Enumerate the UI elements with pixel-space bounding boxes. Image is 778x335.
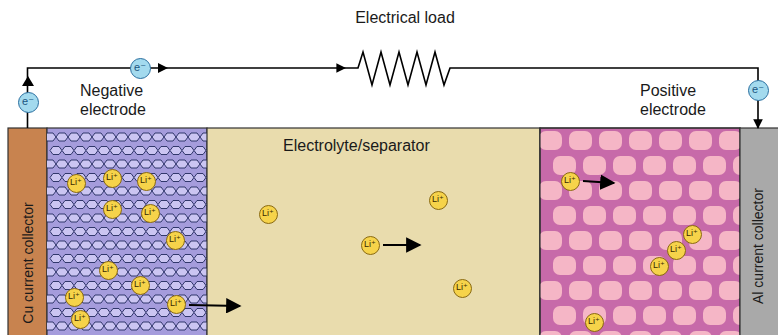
ion-symbol: Li⁺ [588,317,600,326]
circuit-wire [465,68,758,128]
lithium-ion: Li⁺ [453,279,472,298]
resistor-symbol [345,52,465,85]
ion-symbol: Li⁺ [170,299,182,308]
ion-symbol: Li⁺ [74,314,86,323]
cathode-region [540,128,740,335]
lithium-ion: Li⁺ [65,288,84,307]
lithium-ion: Li⁺ [561,172,580,191]
graphite-anode [47,128,207,335]
ion-symbol: Li⁺ [134,280,146,289]
region-label: Electrolyte/separator [283,136,523,155]
lithium-ion: Li⁺ [429,191,448,210]
ion-arrow [189,305,240,306]
circuit-wire [28,68,346,128]
lithium-ion: Li⁺ [99,261,118,280]
electron: e⁻ [130,58,151,79]
electrolyte-region: Electrolyte/separatorLi⁺ Li⁺ Li⁺ Li⁺ [207,128,540,335]
lithium-ion: Li⁺ [103,200,122,219]
region-label: Negative electrode [80,81,180,119]
lithium-ion: Li⁺ [361,236,380,255]
ion-symbol: e⁻ [134,62,146,73]
region-label: Al current collector [751,188,765,304]
current-collector: Cu current collector [8,128,47,335]
lithium-ion: Li⁺ [141,204,160,223]
ion-symbol: Li⁺ [432,195,444,204]
lithium-ion: Li⁺ [650,257,669,276]
ion-arrow [583,181,614,183]
electron: e⁻ [748,80,769,101]
lithium-ion: Li⁺ [137,172,156,191]
lithium-ion: Li⁺ [71,310,90,329]
ion-symbol: Li⁺ [68,292,80,301]
lithium-ion: Li⁺ [67,174,86,193]
region-label: Positive electrode [640,81,732,119]
electrode-region: Negative electrodeLi⁺Li⁺Li⁺Li⁺Li⁺Li⁺Li⁺L… [47,128,207,335]
lithium-ion: Li⁺ [683,225,702,244]
ion-symbol: e⁻ [22,96,34,107]
copper-collector [8,128,47,335]
ion-symbol: Li⁺ [262,209,274,218]
electrode-region: Positive electrodeLi⁺Li⁺Li⁺Li⁺Li⁺ [540,128,740,335]
ion-symbol: Li⁺ [686,229,698,238]
electron: e⁻ [18,92,39,113]
region-label: Cu current collector [21,202,35,323]
lithium-ion: Li⁺ [667,241,686,260]
lithium-ion: Li⁺ [103,169,122,188]
lithium-ion: Li⁺ [259,205,278,224]
ion-symbol: Li⁺ [70,178,82,187]
ion-symbol: Li⁺ [653,261,665,270]
region-label: Electrical load [345,8,465,27]
load-label-box: Electrical load [345,4,465,90]
ion-symbol: e⁻ [752,84,764,95]
ion-symbol: Li⁺ [564,176,576,185]
ion-symbol: Li⁺ [140,176,152,185]
ion-symbol: Li⁺ [456,283,468,292]
aluminium-collector [740,128,778,335]
cathode-lattice [540,131,740,335]
lithium-ion: Li⁺ [166,231,185,250]
graphite-layers [47,133,207,330]
ion-arrow [383,244,420,246]
lithium-ion: Li⁺ [131,276,150,295]
ion-symbol: Li⁺ [670,245,682,254]
ion-symbol: Li⁺ [106,173,118,182]
ion-symbol: Li⁺ [102,265,114,274]
ion-symbol: Li⁺ [106,204,118,213]
ion-symbol: Li⁺ [169,235,181,244]
ion-symbol: Li⁺ [364,240,376,249]
ion-symbol: Li⁺ [144,208,156,217]
electrolyte-region [207,128,540,335]
current-collector: Al current collector [740,128,776,335]
lithium-ion: Li⁺ [167,295,186,314]
lithium-ion: Li⁺ [585,313,604,332]
